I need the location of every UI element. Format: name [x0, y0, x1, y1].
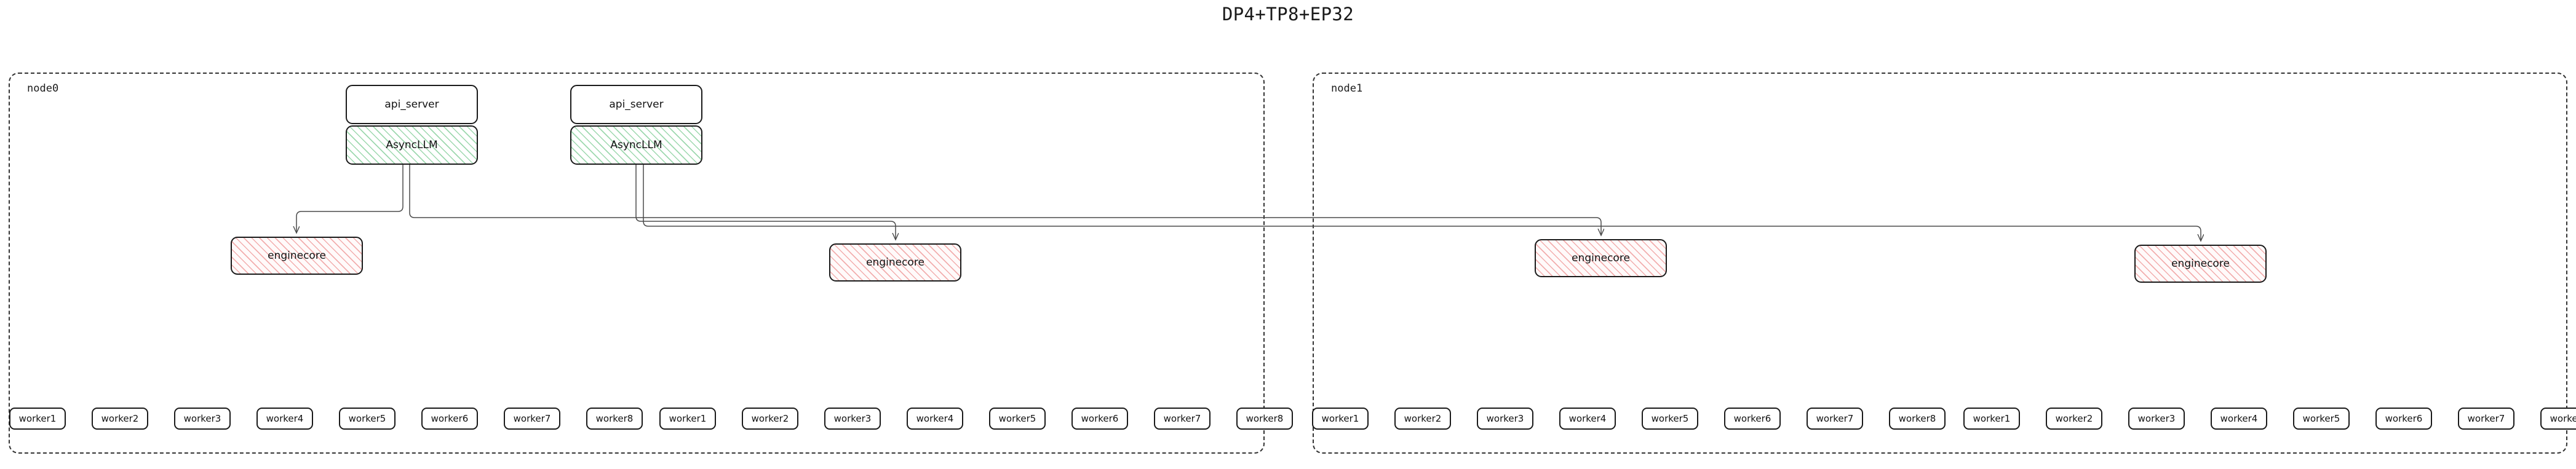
asyncllm-box-1[interactable]: AsyncLLM — [570, 125, 702, 165]
worker-box-node0-group1-1[interactable]: worker1 — [659, 408, 716, 430]
worker-label: worker5 — [1651, 413, 1689, 424]
worker-box-node0-group1-2[interactable]: worker2 — [742, 408, 798, 430]
worker-box-node0-group1-5[interactable]: worker5 — [989, 408, 1046, 430]
worker-label: worker2 — [751, 413, 789, 424]
cluster-node0: node0 — [9, 73, 1265, 454]
worker-label: worker6 — [1081, 413, 1119, 424]
worker-box-node0-group0-3[interactable]: worker3 — [174, 408, 231, 430]
worker-label: worker1 — [669, 413, 707, 424]
worker-label: worker4 — [1568, 413, 1607, 424]
api-server-box-0-label: api_server — [384, 98, 439, 111]
worker-label: worker1 — [18, 413, 57, 424]
worker-box-node1-group1-3[interactable]: worker3 — [2128, 408, 2185, 430]
cluster-node1: node1 — [1313, 73, 2567, 454]
worker-box-node0-group0-2[interactable]: worker2 — [92, 408, 148, 430]
worker-box-node1-group0-6[interactable]: worker6 — [1724, 408, 1781, 430]
worker-box-node0-group1-4[interactable]: worker4 — [907, 408, 963, 430]
enginecore-box-3[interactable]: enginecore — [2134, 245, 2267, 283]
worker-label: worker5 — [998, 413, 1036, 424]
worker-box-node1-group0-3[interactable]: worker3 — [1477, 408, 1533, 430]
enginecore-box-0[interactable]: enginecore — [231, 237, 363, 275]
asyncllm-box-0-label: AsyncLLM — [386, 139, 438, 151]
worker-box-node1-group0-8[interactable]: worker8 — [1889, 408, 1946, 430]
worker-box-node1-group1-8[interactable]: worker8 — [2540, 408, 2576, 430]
enginecore-box-0-label: enginecore — [268, 250, 326, 262]
worker-box-node1-group0-4[interactable]: worker4 — [1559, 408, 1616, 430]
worker-box-node0-group1-7[interactable]: worker7 — [1154, 408, 1210, 430]
enginecore-box-1[interactable]: enginecore — [829, 243, 961, 282]
worker-box-node1-group1-6[interactable]: worker6 — [2375, 408, 2432, 430]
worker-box-node0-group0-5[interactable]: worker5 — [339, 408, 396, 430]
api-server-box-1[interactable]: api_server — [570, 85, 702, 124]
worker-box-node0-group0-7[interactable]: worker7 — [504, 408, 560, 430]
worker-label: worker7 — [2467, 413, 2505, 424]
worker-label: worker7 — [513, 413, 551, 424]
worker-label: worker5 — [348, 413, 386, 424]
worker-label: worker8 — [2550, 413, 2576, 424]
enginecore-box-2-label: enginecore — [1572, 252, 1630, 264]
worker-box-node0-group1-3[interactable]: worker3 — [824, 408, 881, 430]
cluster-label-node0: node0 — [27, 82, 59, 95]
worker-label: worker7 — [1816, 413, 1854, 424]
enginecore-box-2[interactable]: enginecore — [1535, 239, 1667, 277]
worker-box-node0-group1-6[interactable]: worker6 — [1071, 408, 1128, 430]
worker-box-node0-group0-6[interactable]: worker6 — [421, 408, 478, 430]
worker-box-node1-group1-1[interactable]: worker1 — [1963, 408, 2020, 430]
worker-label: worker5 — [2302, 413, 2340, 424]
worker-box-node1-group1-2[interactable]: worker2 — [2046, 408, 2102, 430]
asyncllm-box-1-label: AsyncLLM — [610, 139, 662, 151]
worker-box-node1-group0-7[interactable]: worker7 — [1807, 408, 1863, 430]
worker-box-node0-group0-1[interactable]: worker1 — [9, 408, 66, 430]
worker-label: worker3 — [833, 413, 872, 424]
worker-box-node0-group0-4[interactable]: worker4 — [256, 408, 313, 430]
worker-label: worker8 — [595, 413, 634, 424]
worker-box-node1-group0-1[interactable]: worker1 — [1312, 408, 1369, 430]
enginecore-box-3-label: enginecore — [2171, 258, 2230, 270]
enginecore-box-1-label: enginecore — [866, 256, 924, 269]
worker-label: worker2 — [1404, 413, 1442, 424]
worker-label: worker4 — [2220, 413, 2258, 424]
worker-label: worker4 — [916, 413, 954, 424]
api-server-box-0[interactable]: api_server — [346, 85, 478, 124]
worker-box-node1-group0-2[interactable]: worker2 — [1394, 408, 1451, 430]
cluster-label-node1: node1 — [1331, 82, 1363, 95]
worker-label: worker2 — [2055, 413, 2093, 424]
worker-box-node1-group1-5[interactable]: worker5 — [2293, 408, 2350, 430]
worker-label: worker6 — [1733, 413, 1771, 424]
worker-label: worker7 — [1163, 413, 1201, 424]
worker-box-node1-group0-5[interactable]: worker5 — [1642, 408, 1698, 430]
api-server-box-1-label: api_server — [609, 98, 664, 111]
worker-label: worker4 — [266, 413, 304, 424]
asyncllm-box-0[interactable]: AsyncLLM — [346, 125, 478, 165]
worker-label: worker6 — [2385, 413, 2423, 424]
worker-label: worker3 — [1486, 413, 1524, 424]
worker-box-node0-group0-8[interactable]: worker8 — [586, 408, 643, 430]
worker-label: worker8 — [1898, 413, 1936, 424]
worker-label: worker6 — [431, 413, 469, 424]
worker-label: worker1 — [1973, 413, 2011, 424]
worker-box-node0-group1-8[interactable]: worker8 — [1236, 408, 1293, 430]
worker-label: worker2 — [101, 413, 139, 424]
worker-box-node1-group1-7[interactable]: worker7 — [2458, 408, 2514, 430]
worker-label: worker8 — [1246, 413, 1284, 424]
worker-box-node1-group1-4[interactable]: worker4 — [2211, 408, 2267, 430]
worker-label: worker3 — [183, 413, 221, 424]
page-title: DP4+TP8+EP32 — [1222, 4, 1354, 25]
worker-label: worker3 — [2137, 413, 2176, 424]
worker-label: worker1 — [1321, 413, 1359, 424]
